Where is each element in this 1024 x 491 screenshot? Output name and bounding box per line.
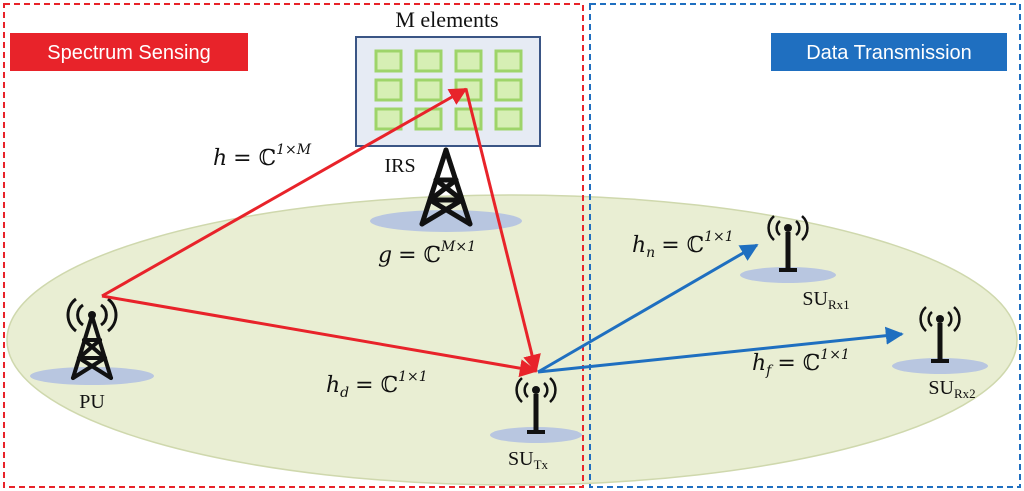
su-rx1-base-shadow bbox=[740, 267, 836, 283]
pu-tower-icon bbox=[71, 314, 113, 380]
channel-label-hd: hd= ℂ1×1 bbox=[326, 369, 428, 401]
data-transmission-badge: Data Transmission bbox=[771, 33, 1007, 71]
pu-signal-waves-icon bbox=[66, 297, 118, 333]
su-rx1-label: SURx1 bbox=[802, 288, 849, 312]
pu-base-shadow bbox=[30, 367, 154, 385]
irs-element bbox=[414, 78, 443, 102]
su-rx2-antenna-icon bbox=[919, 306, 961, 363]
su-rx2-label: SURx2 bbox=[928, 377, 975, 401]
spectrum-sensing-badge: Spectrum Sensing bbox=[10, 33, 248, 71]
irs-element bbox=[494, 49, 523, 73]
su-tx-base-shadow bbox=[490, 427, 582, 443]
coverage-area bbox=[6, 194, 1018, 486]
irs-element bbox=[454, 49, 483, 73]
su-tx-antenna-icon bbox=[515, 377, 557, 434]
irs-element bbox=[454, 107, 483, 131]
irs-element bbox=[494, 78, 523, 102]
su-tx-label: SUTx bbox=[508, 448, 549, 472]
data-transmission-label: Data Transmission bbox=[806, 42, 972, 64]
data-transmission-region bbox=[589, 3, 1021, 488]
su-rx2-base-shadow bbox=[892, 358, 988, 374]
link-pu-to-su-tx bbox=[101, 294, 538, 378]
irs-element bbox=[494, 107, 523, 131]
channel-label-g: g= ℂM×1 bbox=[378, 239, 476, 268]
irs-label: IRS bbox=[384, 155, 415, 177]
irs-element bbox=[374, 78, 403, 102]
channel-label-hn: hn= ℂ1×1 bbox=[632, 229, 734, 261]
irs-element bbox=[374, 107, 403, 131]
irs-elements-title: M elements bbox=[395, 7, 498, 32]
channel-label-hf: hf= ℂ1×1 bbox=[752, 347, 850, 379]
irs-element bbox=[414, 49, 443, 73]
spectrum-sensing-region bbox=[3, 3, 584, 488]
irs-element bbox=[374, 49, 403, 73]
channel-label-h: h= ℂ1×M bbox=[213, 142, 312, 171]
spectrum-sensing-label: Spectrum Sensing bbox=[47, 42, 210, 64]
link-su-tx-to-rx2 bbox=[537, 326, 904, 374]
pu-label: PU bbox=[79, 391, 105, 413]
su-rx1-antenna-icon bbox=[767, 215, 809, 272]
link-su-tx-to-rx1 bbox=[537, 243, 759, 374]
irs-tower-icon bbox=[419, 147, 473, 227]
irs-base-shadow bbox=[370, 210, 522, 232]
link-pu-to-irs bbox=[101, 87, 468, 298]
link-irs-to-su-tx bbox=[464, 88, 541, 373]
